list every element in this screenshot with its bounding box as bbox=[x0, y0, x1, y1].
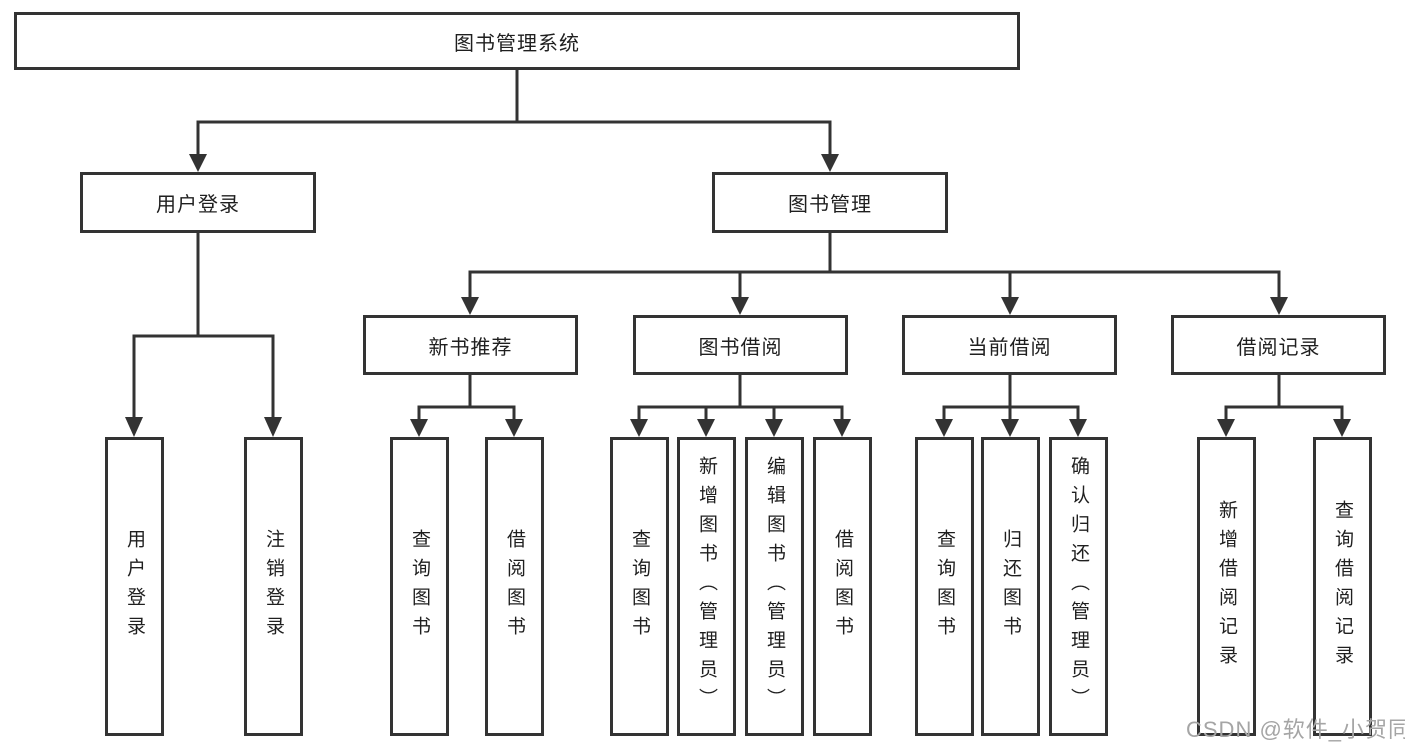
node-borrow-records: 借阅记录 bbox=[1171, 315, 1386, 375]
leaf-borrowing-edit-books-admin: 编辑图书（管理员） bbox=[745, 437, 804, 736]
leaf-label: 借阅图书 bbox=[832, 528, 853, 645]
connector-borrow-rec-branch bbox=[1217, 375, 1351, 437]
leaf-label: 用户登录 bbox=[124, 528, 145, 645]
csdn-watermark: CSDN @软件_小贺同学 bbox=[1186, 717, 1405, 742]
leaf-records-add-record: 新增借阅记录 bbox=[1197, 437, 1256, 736]
node-label: 借阅记录 bbox=[1236, 336, 1321, 359]
leaf-user-login: 用户登录 bbox=[105, 437, 164, 736]
leaf-label: 确认归还（管理员） bbox=[1068, 456, 1089, 717]
leaf-borrowing-borrow-books: 借阅图书 bbox=[813, 437, 872, 736]
leaf-records-query-record: 查询借阅记录 bbox=[1313, 437, 1372, 736]
leaf-label: 注销登录 bbox=[263, 528, 284, 645]
node-label: 图书管理 bbox=[788, 194, 872, 216]
leaf-label: 新增图书（管理员） bbox=[696, 456, 717, 717]
leaf-current-confirm-return-admin: 确认归还（管理员） bbox=[1049, 437, 1108, 736]
node-label: 当前借阅 bbox=[967, 336, 1052, 359]
connector-book-borrow-branch bbox=[630, 375, 851, 437]
leaf-recommend-borrow-books: 借阅图书 bbox=[485, 437, 544, 736]
node-book-management: 图书管理 bbox=[712, 172, 948, 233]
leaf-borrowing-query-books: 查询图书 bbox=[610, 437, 669, 736]
connector-cur-borrow-branch bbox=[935, 375, 1087, 437]
node-label: 图书借阅 bbox=[698, 336, 783, 359]
leaf-current-query-books: 查询图书 bbox=[915, 437, 974, 736]
connector-root-to-level2 bbox=[189, 70, 839, 172]
node-book-borrowing: 图书借阅 bbox=[633, 315, 848, 375]
node-label: 图书管理系统 bbox=[454, 32, 580, 55]
node-label: 新书推荐 bbox=[428, 336, 513, 359]
leaf-label: 查询借阅记录 bbox=[1332, 499, 1353, 674]
leaf-label: 查询图书 bbox=[629, 528, 650, 645]
leaf-current-return-books: 归还图书 bbox=[981, 437, 1040, 736]
node-library-system: 图书管理系统 bbox=[14, 12, 1020, 70]
node-user-login: 用户登录 bbox=[80, 172, 316, 233]
node-new-book-recommend: 新书推荐 bbox=[363, 315, 578, 375]
leaf-label: 新增借阅记录 bbox=[1216, 499, 1237, 674]
node-current-borrowing: 当前借阅 bbox=[902, 315, 1117, 375]
leaf-label: 查询图书 bbox=[409, 528, 430, 645]
leaf-label: 归还图书 bbox=[1000, 528, 1021, 645]
leaf-label: 查询图书 bbox=[934, 528, 955, 645]
connector-book-mgmt-branch bbox=[461, 233, 1288, 315]
connector-new-book-rec-branch bbox=[410, 375, 523, 437]
leaf-recommend-query-books: 查询图书 bbox=[390, 437, 449, 736]
leaf-label: 编辑图书（管理员） bbox=[764, 456, 785, 717]
node-label: 用户登录 bbox=[156, 194, 240, 216]
connector-user-login-branch bbox=[125, 233, 282, 437]
leaf-label: 借阅图书 bbox=[504, 528, 525, 645]
leaf-logout: 注销登录 bbox=[244, 437, 303, 736]
leaf-borrowing-add-books-admin: 新增图书（管理员） bbox=[677, 437, 736, 736]
